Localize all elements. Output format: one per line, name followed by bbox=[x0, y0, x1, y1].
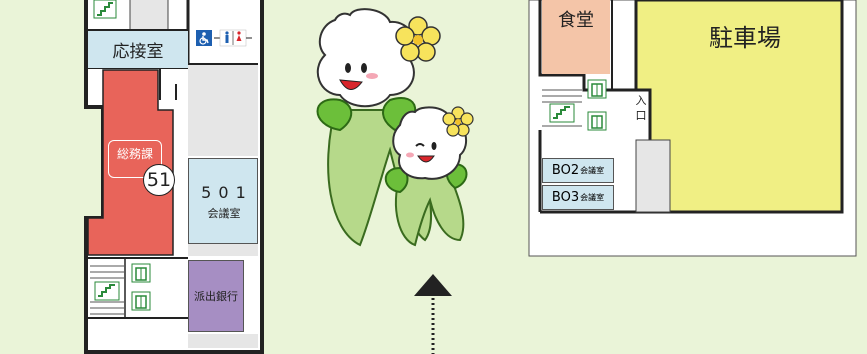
general-affairs-label: 総務課 bbox=[116, 146, 153, 161]
arrow-up-icon bbox=[414, 274, 452, 354]
bank-branch-room: 派出銀行 bbox=[188, 260, 244, 332]
elevator-icon bbox=[130, 262, 152, 284]
conference-room-501: 5 0 1 会議室 bbox=[188, 158, 258, 244]
conference-room-b02: BO2 会議室 bbox=[542, 158, 614, 183]
stairs-icon bbox=[92, 0, 120, 20]
elevator-icon bbox=[130, 290, 152, 312]
room-number-badge: 51 bbox=[143, 164, 175, 196]
accessible-icon bbox=[196, 30, 212, 46]
restroom-sign bbox=[196, 28, 252, 50]
conference-room-501-number: 5 0 1 bbox=[201, 183, 247, 202]
conference-room-501-label: 会議室 bbox=[207, 207, 241, 220]
conference-room-b02-code: BO2 bbox=[551, 163, 580, 178]
conference-room-b03: BO3 会議室 bbox=[542, 185, 614, 210]
mascot-small bbox=[384, 106, 474, 247]
conference-room-b02-label: 会議室 bbox=[580, 166, 605, 175]
stairs-block bbox=[90, 262, 124, 316]
conference-room-b03-label: 会議室 bbox=[580, 193, 605, 202]
reception-room-label: 応接室 bbox=[112, 42, 164, 62]
entrance-label-bottom: 口 bbox=[635, 109, 647, 122]
stairs-block bbox=[542, 84, 582, 132]
stairs-icon bbox=[549, 103, 575, 123]
general-affairs-label-box bbox=[108, 140, 162, 178]
mascot-characters bbox=[316, 8, 474, 247]
reception-room: 応接室 bbox=[88, 31, 188, 68]
cafeteria-room: 食堂 bbox=[542, 0, 610, 74]
elevator-icon bbox=[586, 78, 608, 100]
cafeteria-label: 食堂 bbox=[558, 10, 594, 31]
entrance-label-top: 入 bbox=[635, 94, 647, 107]
bank-branch-label: 派出銀行 bbox=[194, 290, 238, 303]
parking-label: 駐車場 bbox=[709, 23, 781, 52]
stairs-icon bbox=[94, 281, 120, 301]
elevator-icon bbox=[586, 110, 608, 132]
conference-room-b03-code: BO3 bbox=[551, 190, 580, 205]
